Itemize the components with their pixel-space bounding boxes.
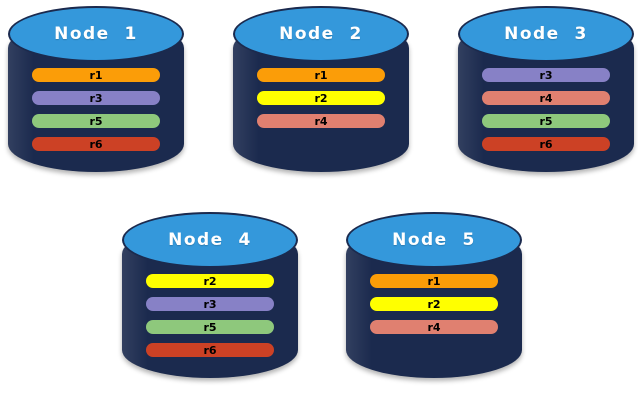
- record-bar[interactable]: r3: [482, 68, 610, 82]
- node-cylinder-top: Node 5: [346, 212, 522, 268]
- record-list: r3 r4 r5 r6: [482, 68, 610, 151]
- record-bar[interactable]: r5: [32, 114, 160, 128]
- record-list: r1 r2 r4: [257, 68, 385, 128]
- database-node-3[interactable]: r3 r4 r5 r6 Node 3: [458, 6, 634, 186]
- node-cylinder-top: Node 2: [233, 6, 409, 62]
- node-title: Node 1: [54, 24, 138, 44]
- node-title: Node 5: [392, 230, 476, 250]
- record-bar[interactable]: r6: [32, 137, 160, 151]
- database-node-5[interactable]: r1 r2 r4 Node 5: [346, 212, 522, 392]
- node-cylinder-top: Node 4: [122, 212, 298, 268]
- record-bar[interactable]: r2: [257, 91, 385, 105]
- record-list: r1 r3 r5 r6: [32, 68, 160, 151]
- record-bar[interactable]: r3: [146, 297, 274, 311]
- record-bar[interactable]: r6: [146, 343, 274, 357]
- record-bar[interactable]: r2: [146, 274, 274, 288]
- record-bar[interactable]: r5: [482, 114, 610, 128]
- record-bar[interactable]: r1: [257, 68, 385, 82]
- record-list: r1 r2 r4: [370, 274, 498, 334]
- record-bar[interactable]: r6: [482, 137, 610, 151]
- database-node-2[interactable]: r1 r2 r4 Node 2: [233, 6, 409, 186]
- record-bar[interactable]: r2: [370, 297, 498, 311]
- node-title: Node 4: [168, 230, 252, 250]
- record-bar[interactable]: r1: [370, 274, 498, 288]
- node-title: Node 2: [279, 24, 363, 44]
- record-bar[interactable]: r4: [370, 320, 498, 334]
- record-list: r2 r3 r5 r6: [146, 274, 274, 357]
- node-cylinder-top: Node 1: [8, 6, 184, 62]
- database-node-1[interactable]: r1 r3 r5 r6 Node 1: [8, 6, 184, 186]
- record-bar[interactable]: r3: [32, 91, 160, 105]
- database-node-4[interactable]: r2 r3 r5 r6 Node 4: [122, 212, 298, 392]
- record-bar[interactable]: r5: [146, 320, 274, 334]
- node-title: Node 3: [504, 24, 588, 44]
- record-bar[interactable]: r1: [32, 68, 160, 82]
- record-bar[interactable]: r4: [257, 114, 385, 128]
- record-bar[interactable]: r4: [482, 91, 610, 105]
- node-cylinder-top: Node 3: [458, 6, 634, 62]
